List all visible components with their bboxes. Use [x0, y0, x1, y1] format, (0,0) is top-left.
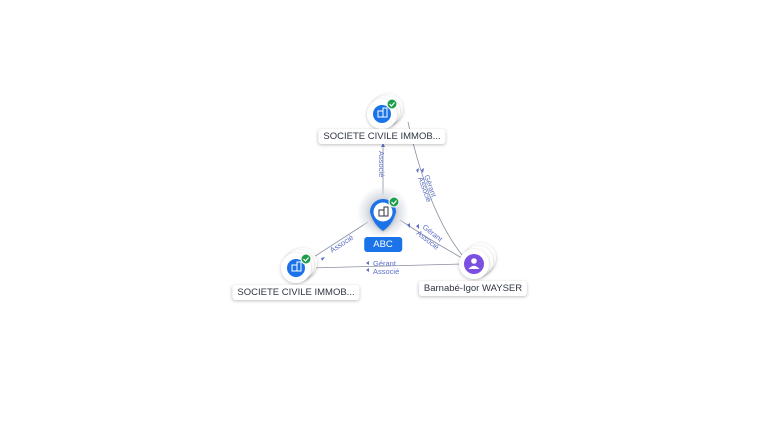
- arrow-person-center-2: [416, 224, 419, 229]
- building-icon: [377, 107, 388, 118]
- edge-arrows: [321, 143, 424, 272]
- node-top[interactable]: [367, 94, 403, 129]
- node-label-person[interactable]: Barnabé-Igor WAYSER: [418, 281, 528, 296]
- arrow-center-top: [381, 143, 385, 147]
- arrow-person-top-2: [421, 168, 424, 173]
- node-label-left[interactable]: SOCIETE CIVILE IMMOB...: [232, 285, 360, 300]
- edge-label-center-left: Associé: [328, 233, 355, 255]
- edge-label-person-left-2: Associé: [373, 267, 399, 276]
- building-icon: [378, 206, 389, 217]
- verified-check-icon: [388, 196, 400, 208]
- node-person[interactable]: [459, 243, 496, 279]
- verified-check-icon: [386, 98, 398, 110]
- arrow-person-center-1: [407, 223, 410, 228]
- edge-person-left[interactable]: [309, 263, 463, 269]
- edge-label-center-top: Associé: [377, 151, 386, 177]
- building-icon: [291, 261, 302, 272]
- arrow-person-left-2: [366, 268, 369, 272]
- arrow-person-top-1: [416, 168, 419, 173]
- arrow-person-left-1: [366, 261, 369, 265]
- verified-check-icon: [300, 253, 312, 265]
- edge-label-person-left-1: Gérant: [373, 259, 397, 268]
- arrow-center-left: [321, 257, 325, 261]
- node-label-top[interactable]: SOCIETE CIVILE IMMOB...: [318, 129, 446, 144]
- node-left[interactable]: [281, 248, 317, 283]
- person-icon: [468, 258, 480, 269]
- edge-center-left[interactable]: [305, 221, 369, 263]
- node-center[interactable]: [357, 186, 409, 238]
- node-label-center[interactable]: ABC: [364, 237, 402, 252]
